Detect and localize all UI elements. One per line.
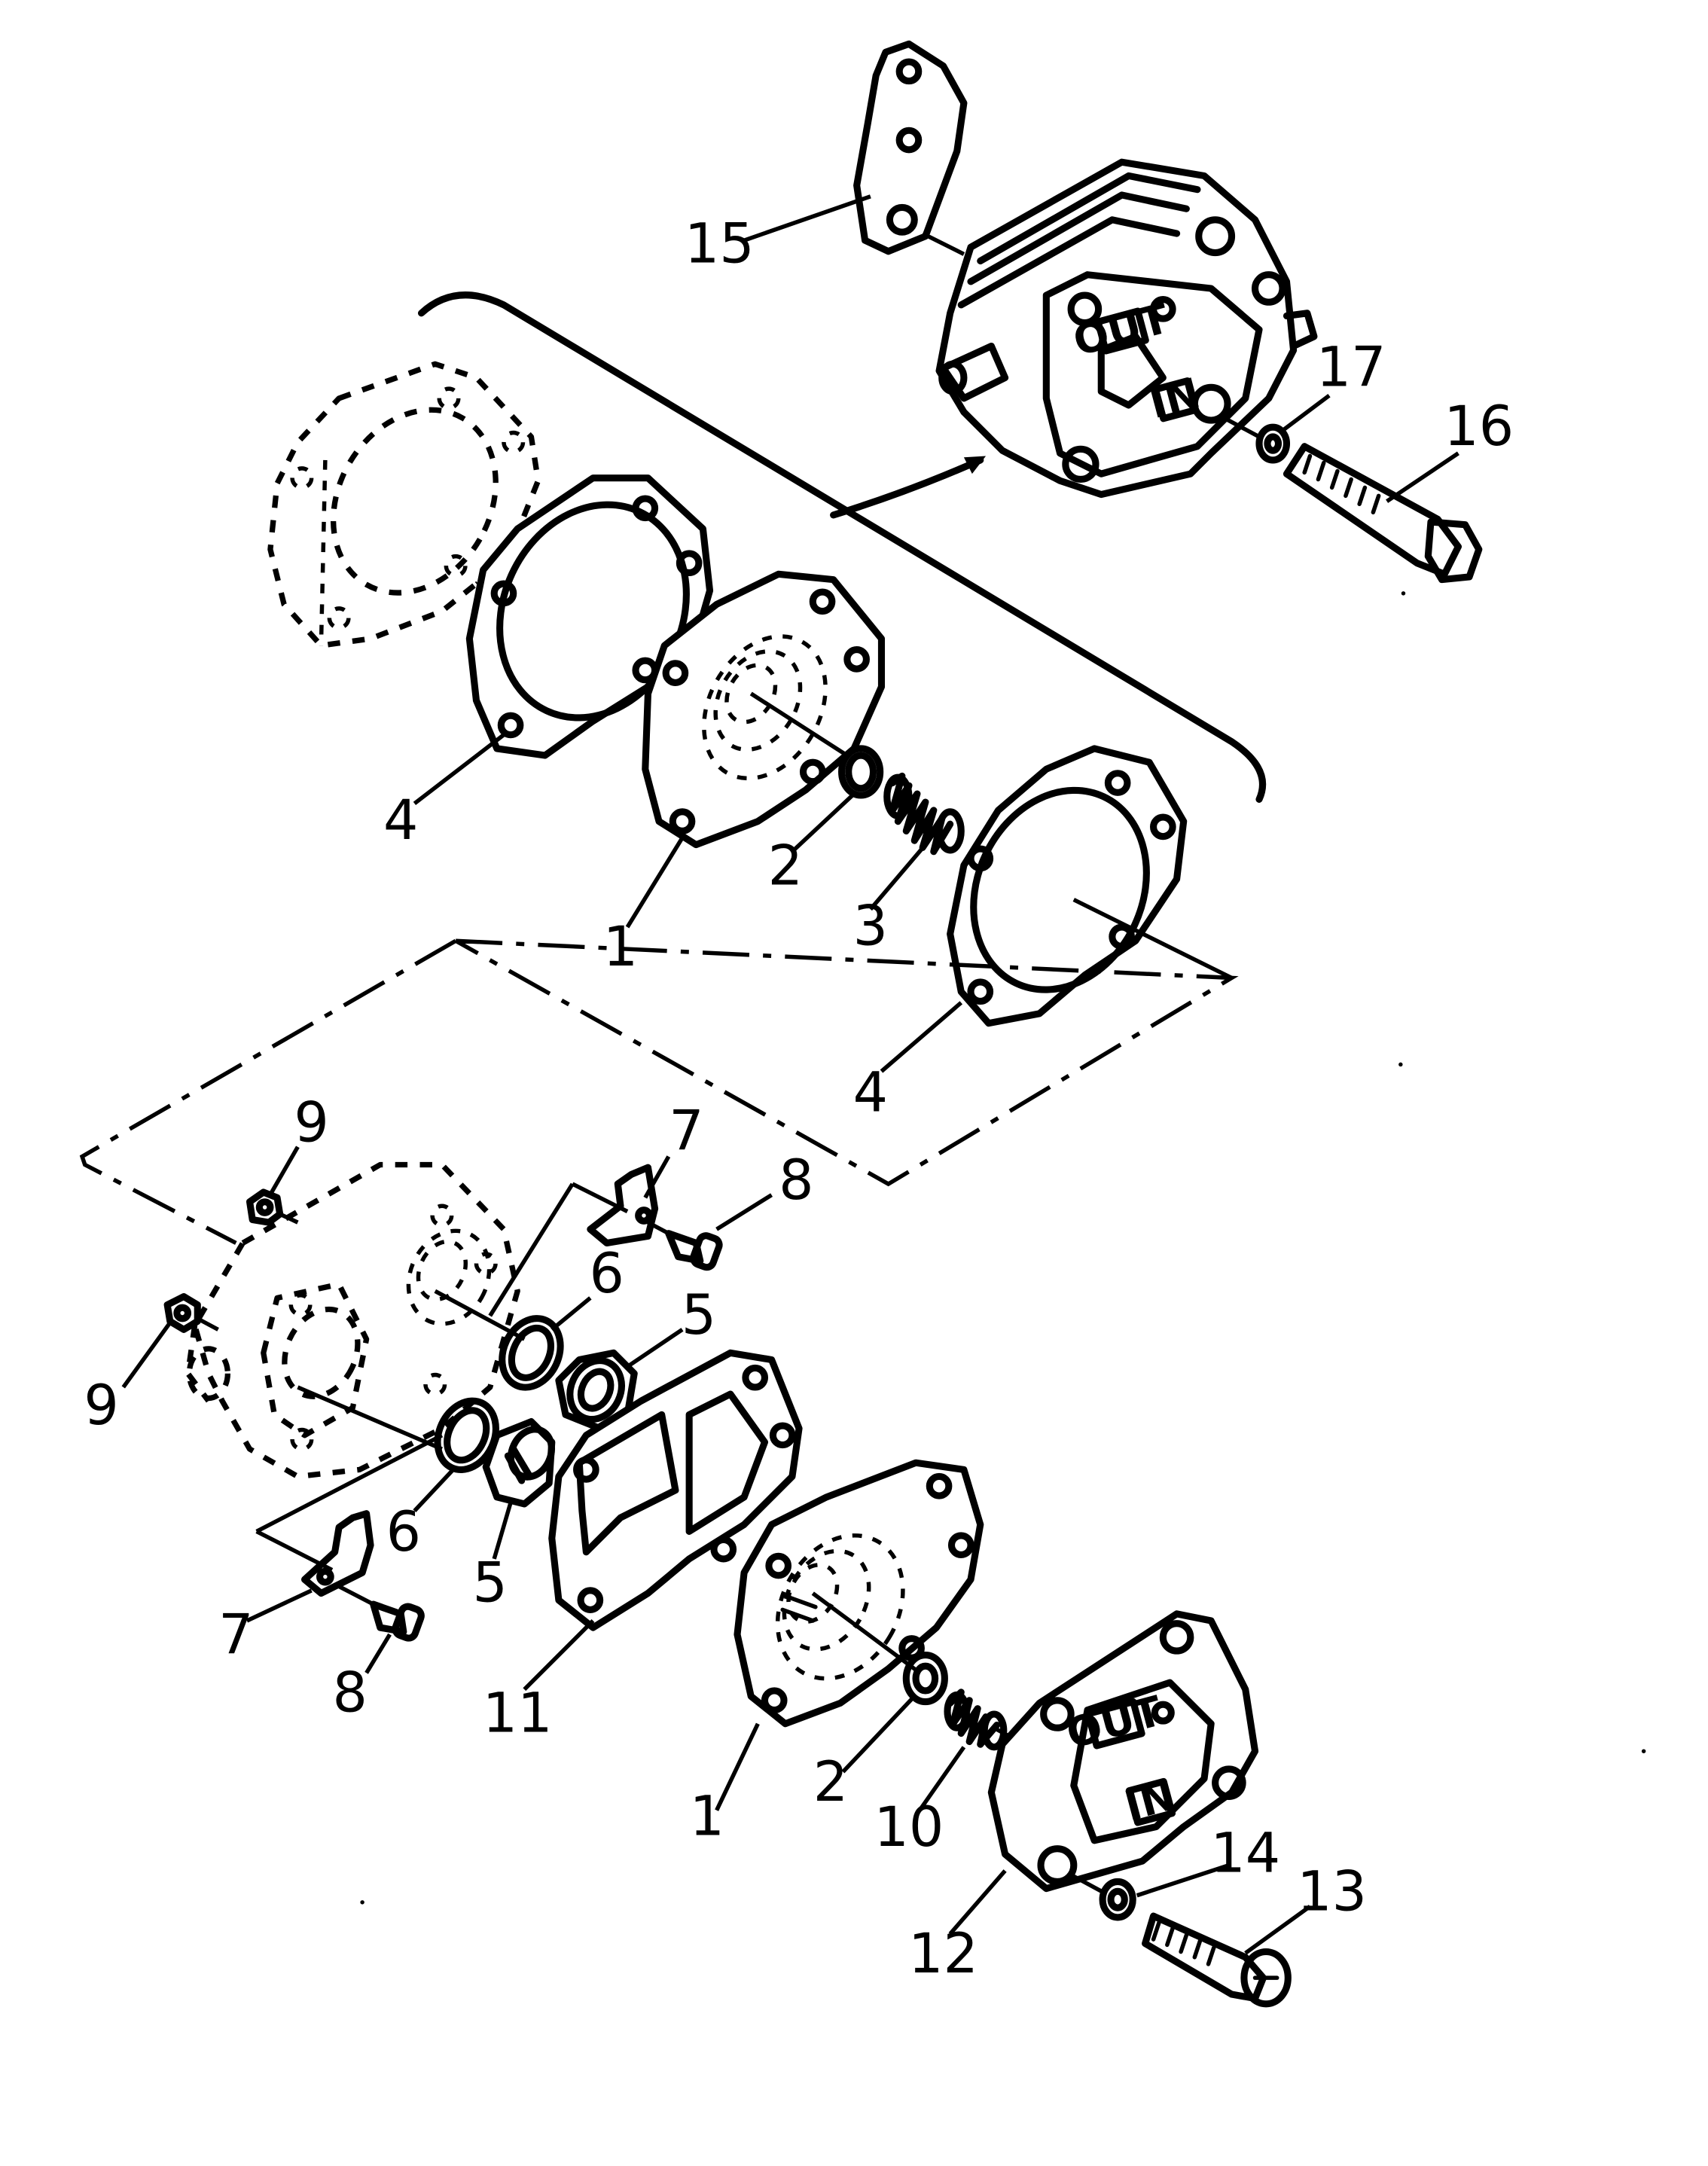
pump-body-assembly [935,158,1318,499]
group-bracket [417,291,1267,803]
washer-14 [1099,1878,1136,1921]
callout-13: 13 [1297,1860,1367,1924]
leader-lines [121,194,1459,1955]
pump-body-ghost-top [267,361,541,648]
diaphragm-1-lower [734,1459,984,1728]
callout-1-upper: 1 [603,915,638,979]
nut-9-upper [246,1188,284,1226]
callout-9-upper: 9 [294,1091,328,1155]
gasket-11 [548,1349,803,1631]
nut-9-lower [163,1293,201,1333]
callout-labels: 15 17 16 4 1 2 3 4 9 7 8 6 5 9 6 5 7 8 1… [84,212,1514,1986]
callout-2-lower: 2 [813,1750,848,1814]
callout-4-upper: 4 [383,789,418,853]
callout-8-upper: 8 [779,1149,813,1213]
leader-14-cover [1069,1872,1106,1895]
callout-7-upper: 7 [669,1099,703,1163]
washer-17 [1255,423,1291,464]
callout-8-lower: 8 [332,1661,367,1725]
callout-11: 11 [483,1682,553,1746]
clip-7-upper [488,1164,659,1317]
valve-5-lower [482,1417,556,1508]
gasket-4-lower [947,745,1233,1027]
bolt-13 [1142,1912,1292,2008]
assembly-arrow [830,456,987,519]
callout-2-upper: 2 [768,834,803,898]
washer-2-upper [838,745,884,799]
callout-12: 12 [908,1922,978,1986]
spring-3 [883,772,965,856]
callout-4-lower: 4 [853,1060,888,1124]
callout-17: 17 [1316,335,1386,399]
speck [1641,1749,1646,1753]
callout-9-lower: 9 [84,1374,118,1438]
diaphragm-1-upper [642,570,886,849]
o-ring-6-upper [499,1315,564,1391]
callout-3: 3 [853,895,888,959]
speck [1401,591,1406,596]
washer-2-lower [902,1652,948,1706]
callout-10: 10 [874,1795,944,1859]
callout-6-lower: 6 [386,1500,421,1564]
callout-5-lower: 5 [473,1551,508,1615]
screw-8-upper [647,1220,723,1271]
callout-14: 14 [1210,1822,1280,1886]
clip-7-lower [255,1433,444,1597]
leader-15-plate [921,231,965,256]
callout-5-upper: 5 [682,1283,716,1347]
callout-1-lower: 1 [690,1784,724,1848]
leader-9-upper-body [276,1210,299,1225]
leader-9-lower-body [196,1316,219,1332]
bolt-16 [1283,443,1483,584]
pump-body-ghost-lower [185,1161,526,1480]
gasket-4-upper [465,474,714,759]
speck [360,1900,364,1905]
speck [1398,1062,1403,1067]
pump-cover-12 [987,1610,1259,1893]
valve-5-upper [555,1349,638,1432]
leader-17-body [1219,414,1261,439]
callout-15: 15 [685,212,755,276]
callout-7-lower: 7 [218,1603,253,1667]
callout-6-upper: 6 [590,1242,624,1306]
group-chain-line [79,938,1239,1245]
callout-16: 16 [1444,395,1514,459]
screw-8-lower [337,1584,425,1642]
gasket-15 [853,40,968,255]
